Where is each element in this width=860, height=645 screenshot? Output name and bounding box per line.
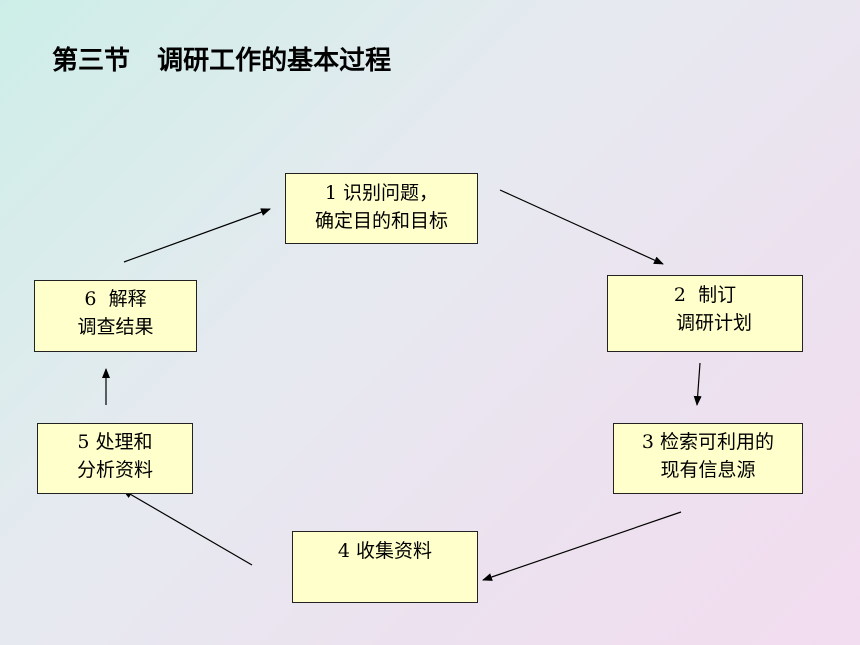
step-3-box: 3 检索可利用的 现有信息源: [613, 423, 803, 494]
arrow-4-to-5: [122, 489, 253, 566]
step-4-line-1: 4 收集资料: [337, 540, 433, 562]
arrow-1-to-2: [499, 189, 664, 265]
arrow-3-to-4: [482, 511, 682, 581]
step-2-line-1: 2 制订: [673, 284, 737, 306]
step-5-line-2: 分析资料: [76, 459, 153, 481]
arrow-6-to-1: [123, 208, 271, 263]
step-1-line-1: 1 识别问题，: [324, 182, 439, 204]
page-title: 第三节 调研工作的基本过程: [52, 46, 392, 76]
step-6-box: 6 解释 调查结果: [34, 280, 197, 352]
step-5-line-1: 5 处理和: [77, 431, 153, 453]
step-2-box: 2 制订 调研计划: [607, 275, 803, 352]
step-3-line-2: 现有信息源: [660, 459, 756, 481]
step-3-line-1: 3 检索可利用的: [641, 431, 775, 453]
step-6-line-1: 6 解释: [84, 288, 147, 310]
step-4-box: 4 收集资料: [292, 531, 478, 603]
step-1-box: 1 识别问题， 确定目的和目标: [285, 173, 478, 244]
step-1-line-2: 确定目的和目标: [314, 210, 448, 232]
step-5-box: 5 处理和 分析资料: [37, 423, 193, 494]
step-6-line-2: 调查结果: [77, 316, 154, 338]
arrow-2-to-3: [693, 362, 702, 406]
step-2-line-2: 调研计划: [657, 312, 753, 334]
